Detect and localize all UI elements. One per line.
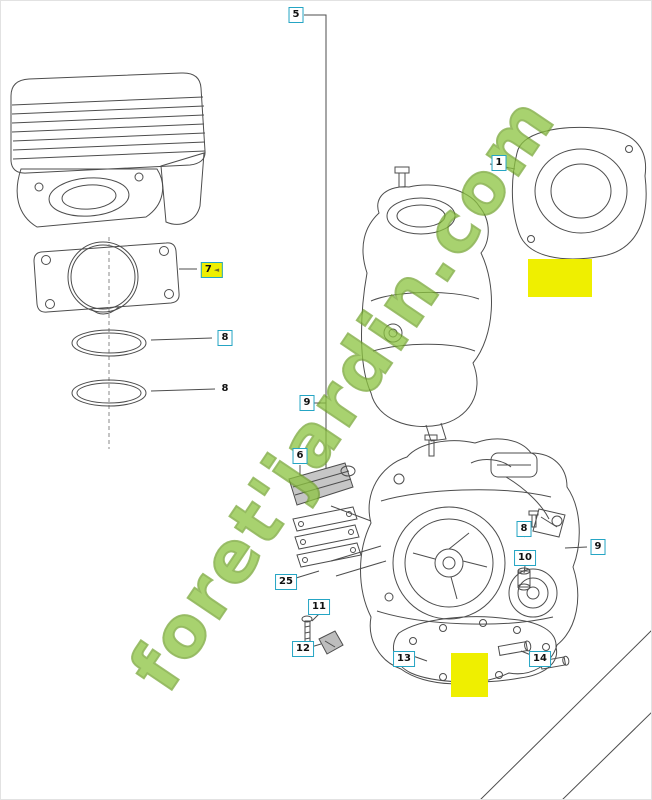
part-number-label: 11 — [312, 601, 326, 612]
cursor-arrow-icon: ◄ — [213, 265, 220, 274]
part-number-label: 8 — [520, 523, 528, 534]
part-callout-25[interactable]: 25 — [275, 574, 297, 590]
part-callout-11[interactable]: 11 — [308, 599, 330, 615]
part-callout-9[interactable]: 9 — [299, 395, 315, 411]
part-number-label: 9 — [594, 541, 602, 552]
part-number-label: 5 — [292, 9, 300, 20]
part-callout-12[interactable]: 12 — [292, 641, 314, 657]
cylinder-gasket-drawing — [33, 241, 180, 315]
bracket-12-drawing — [318, 630, 344, 655]
part-number-label: 13 — [397, 653, 411, 664]
cylinder-drawing — [10, 72, 206, 228]
carb-gaskets-drawing — [292, 506, 362, 568]
part-callout-8[interactable]: 8 — [516, 521, 532, 537]
muffler-body-drawing — [361, 166, 492, 442]
part-callout-1[interactable]: 1 — [491, 155, 507, 171]
part-callout-10[interactable]: 10 — [514, 550, 536, 566]
part-callout-14[interactable]: 14 — [529, 651, 551, 667]
part-number-label: 8 — [221, 332, 229, 343]
part-number-label: 1 — [495, 157, 503, 168]
screw-11-drawing — [301, 615, 313, 644]
part-number-label: 7 — [204, 264, 212, 275]
part-number-label: 14 — [533, 653, 547, 664]
part-number-label: 12 — [296, 643, 310, 654]
part-number-label: 10 — [518, 552, 532, 563]
leader-lines — [150, 14, 651, 799]
selected-part-highlight — [528, 259, 592, 297]
part-number-label: 9 — [303, 397, 311, 408]
piston-rings-drawing — [71, 237, 147, 449]
part-number-label: 8 — [221, 383, 229, 394]
part-number-label: 25 — [279, 576, 293, 587]
part-callout-8[interactable]: 8 — [222, 384, 229, 394]
part-callout-5[interactable]: 5 — [288, 7, 304, 23]
part-callout-7[interactable]: 7◄ — [200, 262, 224, 278]
part-callout-9[interactable]: 9 — [590, 539, 606, 555]
selected-part-highlight — [451, 653, 488, 697]
plug-10-drawing — [517, 567, 531, 591]
intake-block-drawing — [288, 462, 372, 522]
part-callout-8[interactable]: 8 — [217, 330, 233, 346]
part-callout-13[interactable]: 13 — [393, 651, 415, 667]
screw-8-drawing — [528, 510, 539, 528]
muffler-cover-drawing — [511, 126, 647, 260]
part-callout-6[interactable]: 6 — [292, 448, 308, 464]
part-number-label: 6 — [296, 450, 304, 461]
crankcase-drawing — [330, 434, 580, 685]
